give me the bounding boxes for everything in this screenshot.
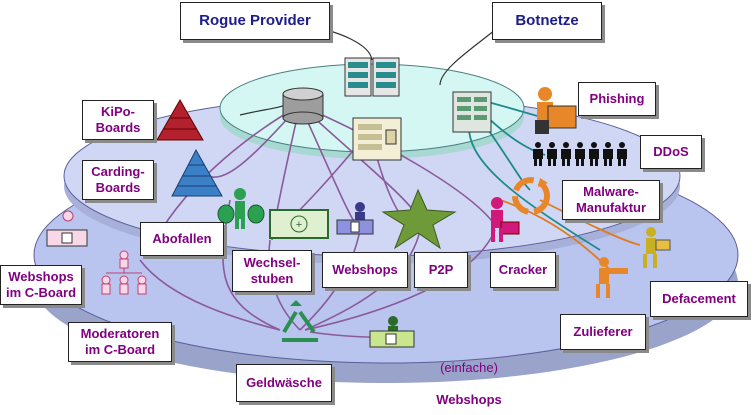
moderatoren-im-cboard-label: Moderatoren im C-Board: [68, 322, 172, 362]
carding-boards-label: Carding- Boards: [82, 160, 154, 200]
botnetze-label: Botnetze: [492, 2, 602, 40]
p2p-star-icon: [381, 188, 457, 250]
simple-webshop-person-icon: [369, 316, 415, 348]
cracker-person-icon: [491, 197, 520, 242]
webshops-im-cboard-label: Webshops im C-Board: [0, 265, 82, 305]
server-box-icon: [352, 117, 402, 161]
carding-pyramid-icon: [171, 148, 223, 197]
p2p-label: P2P: [414, 252, 468, 288]
defacement-label: Defacement: [650, 281, 748, 317]
banknote-icon: +: [269, 209, 329, 239]
simple-webshops-label: (einfache) Webshops: [424, 344, 514, 408]
database-icon: [282, 87, 324, 125]
cracker-label: Cracker: [490, 252, 556, 288]
ddos-crowd-icon: [533, 142, 627, 166]
abofallen-label: Abofallen: [140, 222, 224, 256]
simple-webshops-prefix: (einfache): [440, 360, 498, 375]
wechselstuben-label: Wechsel- stuben: [232, 250, 312, 292]
phishing-person-icon: [535, 87, 577, 134]
courier-person-icon: [643, 227, 671, 268]
webshop-person-icon: [336, 202, 374, 235]
malware-cycle-icon: [512, 177, 550, 215]
webshops-label: Webshops: [322, 252, 408, 288]
rogue-provider-label: Rogue Provider: [180, 2, 330, 40]
defacement-person-icon: [596, 257, 628, 298]
money-bags-person-icon: [217, 188, 265, 229]
geldwaesche-label: Geldwäsche: [236, 364, 332, 402]
server-rack-icon: [344, 57, 400, 97]
ddos-label: DDoS: [640, 135, 702, 169]
malware-manufaktur-label: Malware- Manufaktur: [562, 180, 660, 220]
botnet-server-icon: [452, 91, 492, 133]
phishing-label: Phishing: [578, 82, 656, 116]
recycle-icon: [282, 300, 318, 342]
simple-webshops-text: Webshops: [436, 392, 502, 407]
svg-text:+: +: [296, 219, 302, 231]
kipo-boards-label: KiPo- Boards: [82, 100, 154, 140]
zulieferer-label: Zulieferer: [560, 314, 646, 350]
kipo-pyramid-icon: [156, 98, 204, 141]
moderator-hierarchy-icon: [101, 250, 147, 295]
cboard-user-icon: [46, 210, 88, 247]
